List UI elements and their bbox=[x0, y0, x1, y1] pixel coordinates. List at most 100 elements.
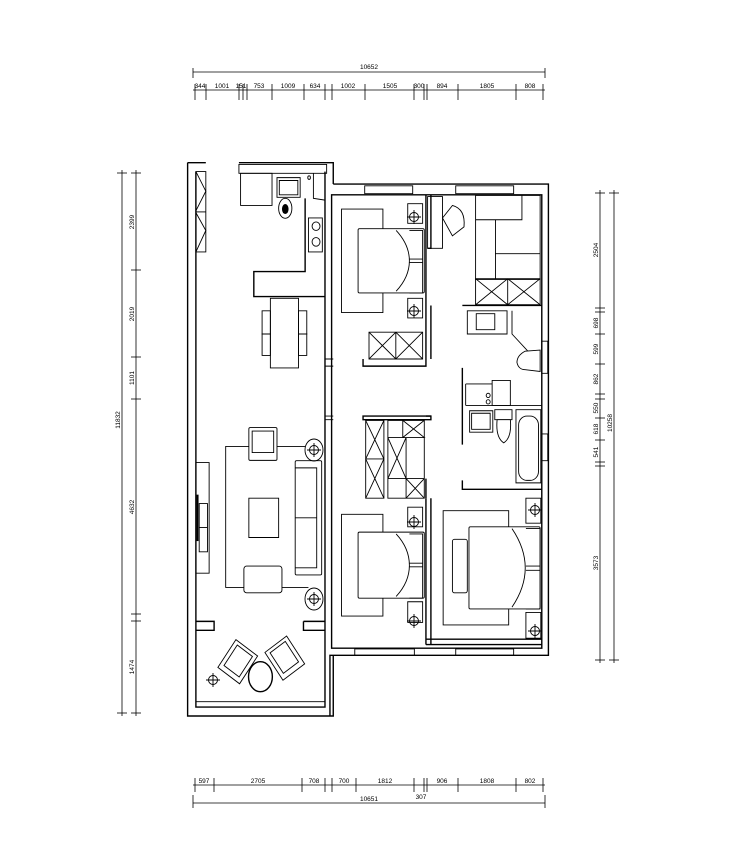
nightstand bbox=[408, 602, 423, 623]
bedroom-3 bbox=[443, 498, 541, 638]
left-block-inner-wall bbox=[196, 172, 325, 708]
dining-table bbox=[270, 298, 298, 368]
dimension-label: 862 bbox=[593, 373, 600, 384]
dimension-label: 597 bbox=[199, 778, 210, 785]
dimension-label: 541 bbox=[593, 446, 600, 457]
vanity bbox=[467, 311, 507, 334]
dimension-label: 700 bbox=[339, 778, 350, 785]
pillows bbox=[512, 529, 540, 609]
dimension-label: 1002 bbox=[341, 83, 356, 90]
bathtub bbox=[516, 410, 541, 483]
dimension-label: 753 bbox=[254, 83, 265, 90]
dining-set bbox=[262, 298, 307, 368]
lamps bbox=[206, 210, 542, 687]
television bbox=[196, 494, 199, 542]
dimension-label: 3573 bbox=[593, 555, 600, 570]
dimension-label: 2504 bbox=[593, 242, 600, 257]
dimension-label: 10652 bbox=[360, 64, 378, 71]
dimension-label: 906 bbox=[437, 778, 448, 785]
lamp-icon bbox=[304, 438, 324, 462]
dimension-label: 894 bbox=[437, 83, 448, 90]
washbasin bbox=[476, 314, 495, 330]
lamp-icon bbox=[528, 503, 542, 517]
dimension-label: 1805 bbox=[480, 83, 495, 90]
double-bed bbox=[358, 229, 424, 293]
right-block-outer-wall bbox=[330, 184, 548, 716]
dining-chair bbox=[299, 311, 307, 334]
lamp-icon bbox=[407, 210, 421, 224]
washbasin bbox=[470, 411, 493, 432]
desk bbox=[428, 197, 443, 249]
window bbox=[456, 649, 514, 655]
kitchen-counter-top bbox=[239, 164, 327, 173]
armchair bbox=[249, 428, 277, 461]
window-left bbox=[196, 172, 206, 252]
balcony-chair bbox=[218, 640, 258, 684]
dimension-label: 802 bbox=[525, 778, 536, 785]
gas-hob bbox=[308, 218, 322, 252]
lamp-icon bbox=[206, 673, 220, 687]
plan-body bbox=[188, 163, 549, 716]
kitchen bbox=[239, 164, 327, 296]
living-room bbox=[196, 428, 322, 593]
desk-chair bbox=[442, 205, 464, 235]
dimension-label: 151 bbox=[236, 83, 247, 90]
window bbox=[542, 341, 548, 373]
nightstand bbox=[408, 204, 423, 224]
tv-cabinet bbox=[196, 463, 209, 574]
storage-cabinets bbox=[476, 195, 541, 304]
round-table bbox=[249, 662, 273, 692]
nightstand bbox=[526, 498, 541, 523]
window bbox=[365, 186, 413, 194]
pillows bbox=[396, 534, 422, 598]
kitchen-door bbox=[313, 173, 325, 200]
bedroom-2 bbox=[342, 507, 425, 622]
kitchen-bar-counter bbox=[254, 198, 325, 296]
pillows bbox=[396, 230, 422, 292]
dimension-label: 344 bbox=[195, 83, 206, 90]
dimension-label: 708 bbox=[309, 778, 320, 785]
wardrobe bbox=[369, 332, 423, 359]
dimension-label: 1009 bbox=[281, 83, 296, 90]
dimension-label: 634 bbox=[310, 83, 321, 90]
double-bed bbox=[358, 532, 424, 598]
bedroom-1 bbox=[342, 204, 425, 359]
refrigerator bbox=[241, 173, 272, 205]
dimension-lines: 10652 344 1001 151 753 1009 634 1002 1505 300 894 1… bbox=[115, 64, 619, 808]
dimension-label: 300 bbox=[414, 83, 425, 90]
toilet-tank bbox=[495, 410, 512, 420]
ottoman bbox=[244, 566, 282, 593]
dimension-label: 1001 bbox=[215, 83, 230, 90]
rug bbox=[443, 511, 509, 625]
dimension-label: 1812 bbox=[378, 778, 393, 785]
bench bbox=[452, 539, 467, 593]
rug bbox=[342, 209, 383, 313]
lamp-icon bbox=[407, 515, 421, 529]
dimension-label: 2019 bbox=[129, 306, 136, 321]
windows bbox=[355, 186, 548, 655]
kitchen-sink bbox=[277, 178, 300, 198]
shower-screen bbox=[512, 311, 532, 356]
wardrobe-middle bbox=[366, 420, 425, 498]
bathroom-1 bbox=[466, 311, 542, 406]
dimension-label: 618 bbox=[593, 423, 600, 434]
toilet bbox=[517, 350, 540, 371]
dining-chair bbox=[299, 334, 307, 355]
lamp-icon bbox=[304, 587, 324, 611]
study bbox=[428, 195, 541, 304]
dimension-label: 599 bbox=[593, 343, 600, 354]
balcony bbox=[196, 621, 325, 691]
dimension-label: 1474 bbox=[129, 659, 136, 674]
lamp-icon bbox=[528, 624, 542, 638]
dimension-label: 808 bbox=[525, 83, 536, 90]
left-block-outer-wall bbox=[188, 163, 334, 716]
dimension-label: 1505 bbox=[383, 83, 398, 90]
dimension-label: 4632 bbox=[129, 499, 136, 514]
rug bbox=[226, 446, 309, 587]
dimension-label: 2399 bbox=[129, 214, 136, 229]
dimension-label: 698 bbox=[593, 317, 600, 328]
window bbox=[542, 434, 548, 461]
lamp-icon bbox=[407, 614, 421, 628]
dimension-label: 307 bbox=[416, 794, 427, 801]
